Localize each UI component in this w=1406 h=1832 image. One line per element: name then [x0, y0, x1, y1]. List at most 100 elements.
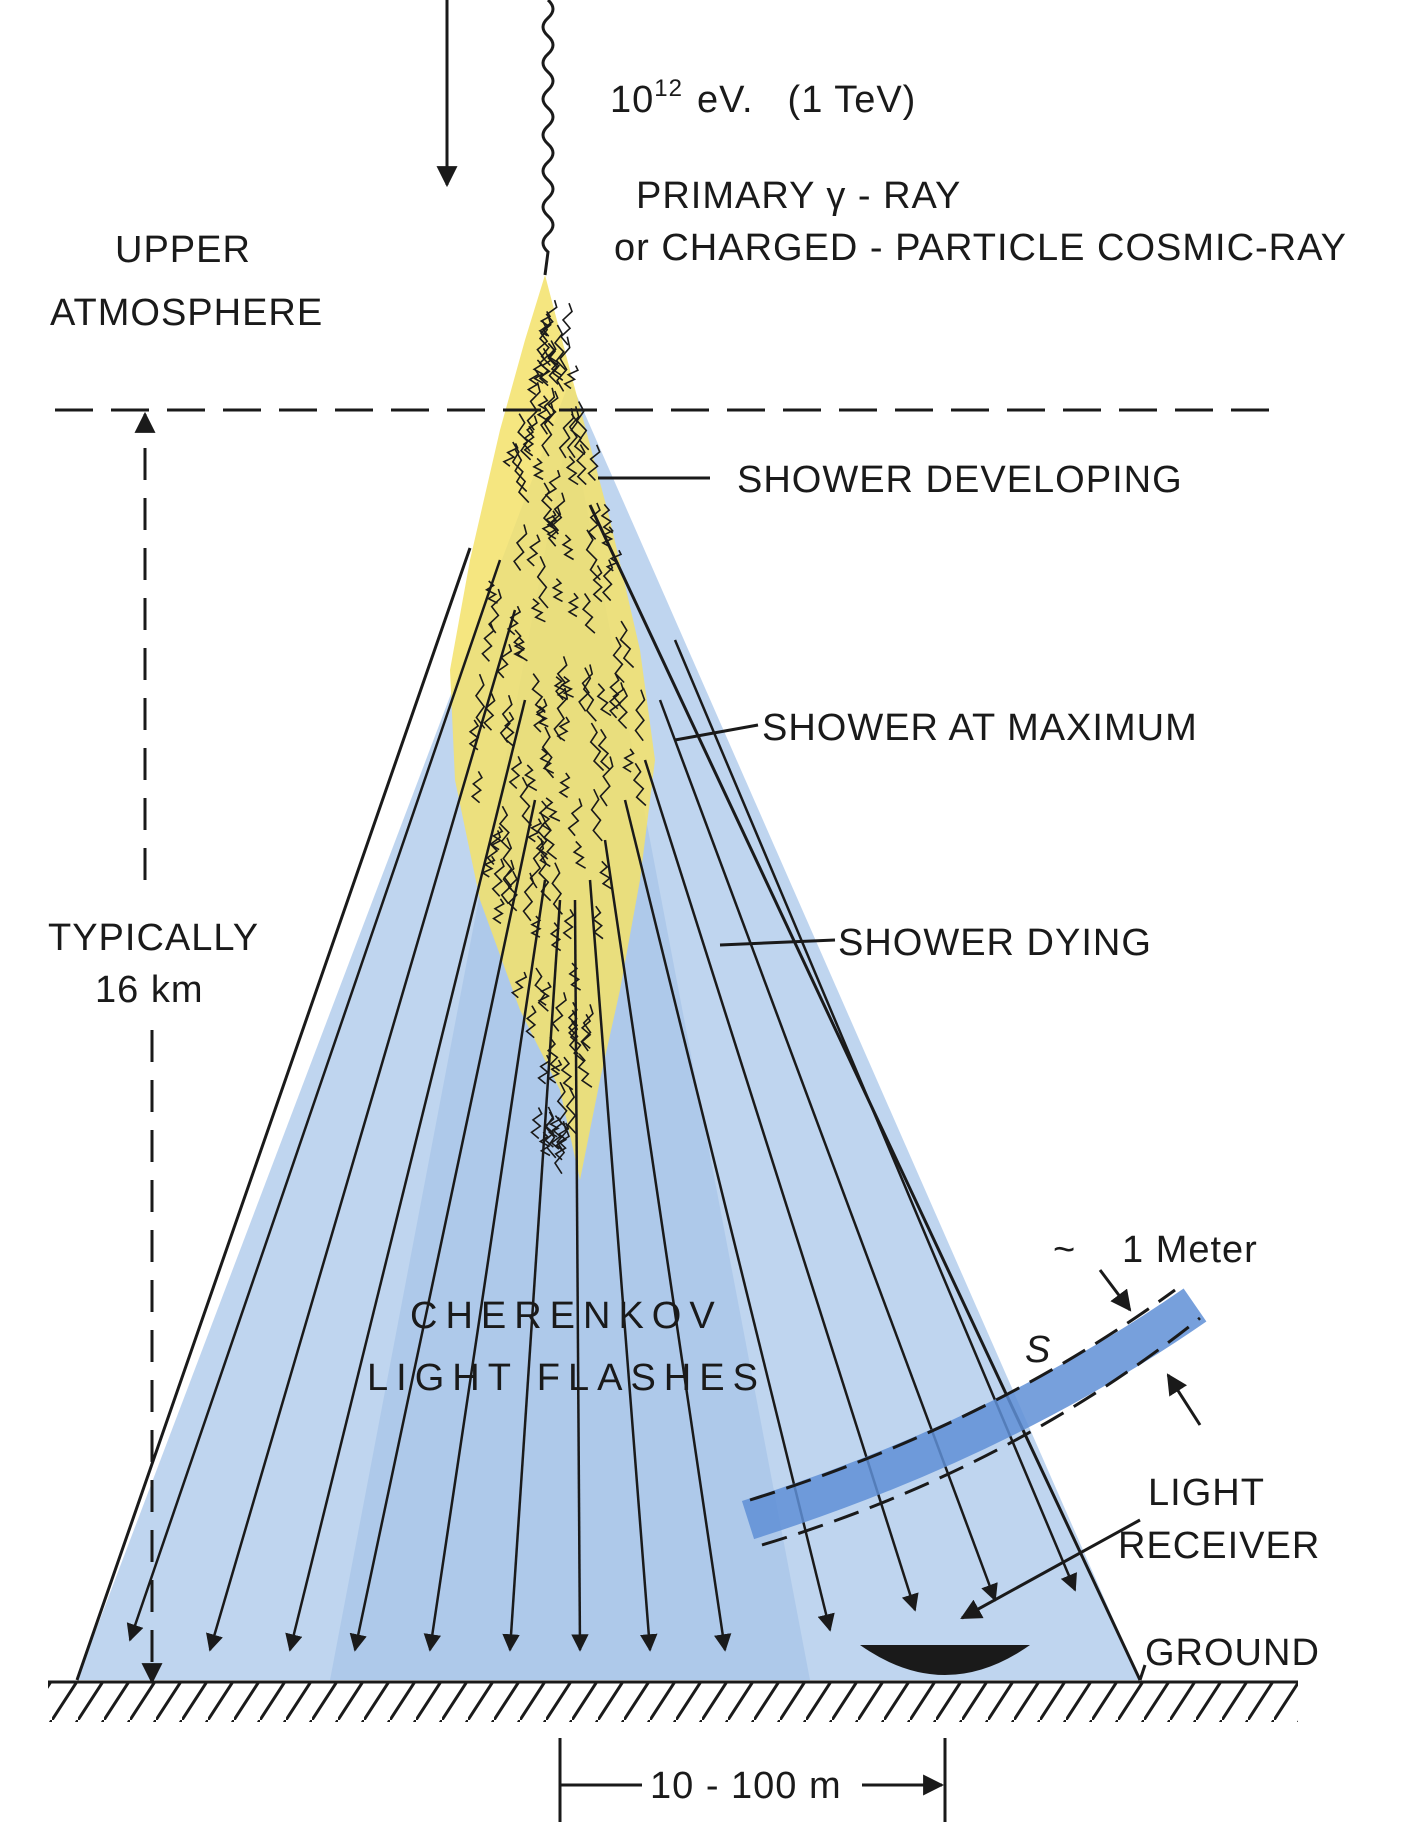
- wavefront-upper-boundary: [749, 1288, 1176, 1502]
- shower-track: [580, 1004, 594, 1052]
- shower-track: [565, 455, 579, 486]
- cherenkov-ray: [206, 609, 517, 1652]
- shower-track: [600, 503, 614, 534]
- light-receiver-dish: [860, 1645, 1030, 1675]
- cherenkov-label-line1: CHERENKOV: [410, 1295, 723, 1337]
- shower-track: [563, 365, 579, 390]
- shower-track: [558, 772, 571, 798]
- shower-track: [507, 870, 518, 912]
- shower-track: [609, 682, 625, 719]
- upper-atmosphere-line2: ATMOSPHERE: [50, 292, 323, 334]
- shower-track: [577, 1053, 593, 1088]
- shower-track: [596, 683, 612, 717]
- ground-leader: [1138, 1664, 1147, 1681]
- shower-track: [522, 872, 535, 922]
- cherenkov-ray: [423, 879, 547, 1652]
- shower-track: [553, 324, 566, 371]
- shower-track: [632, 762, 647, 807]
- shower-track: [591, 905, 604, 940]
- shower-track: [612, 636, 625, 684]
- cherenkov-ray: [126, 559, 502, 1642]
- wavefront-lower-boundary: [761, 1316, 1201, 1547]
- shower-dying-label: SHOWER DYING: [838, 922, 1152, 964]
- wavefront-thickness-label: 1 Meter: [1122, 1229, 1258, 1271]
- shower-track: [590, 788, 603, 842]
- shower-track: [555, 656, 568, 701]
- shower-track: [502, 837, 513, 891]
- shower-track: [530, 598, 546, 623]
- wavefront-tilde: ~: [1053, 1229, 1076, 1271]
- shower-track: [554, 1130, 570, 1161]
- shower-track: [551, 862, 564, 915]
- shower-track: [475, 673, 486, 729]
- shower-track: [534, 967, 549, 1012]
- shower-track: [468, 719, 480, 751]
- shower-track: [538, 310, 552, 337]
- shower-track: [541, 402, 555, 457]
- shower-track: [589, 722, 605, 772]
- shower-track: [483, 692, 496, 731]
- shower-track: [580, 1013, 592, 1050]
- shower-track: [492, 898, 505, 925]
- shower-track: [578, 664, 594, 712]
- ground-label: GROUND: [1145, 1632, 1320, 1674]
- cherenkov-ray: [603, 839, 732, 1652]
- shower-track: [529, 838, 545, 889]
- shower-track: [550, 1117, 563, 1150]
- shower-track: [536, 316, 552, 359]
- height-label-line1: TYPICALLY: [48, 917, 259, 959]
- shower-track: [502, 443, 519, 467]
- thickness-arrow-top: [1098, 1269, 1132, 1312]
- shower-track: [544, 1106, 557, 1159]
- shower-track: [592, 565, 603, 603]
- shower-track: [530, 1107, 543, 1140]
- shower-track: [555, 1122, 570, 1152]
- shower-track: [510, 971, 528, 999]
- shower-track: [597, 728, 611, 771]
- shower-track: [532, 359, 545, 384]
- primary-ray-line2: or CHARGED - PARTICLE COSMIC-RAY: [614, 227, 1347, 269]
- shower-track: [538, 800, 552, 832]
- shower-track: [523, 425, 535, 457]
- shower-track: [560, 675, 574, 698]
- shower-track: [546, 342, 563, 377]
- cherenkov-label-line2: LIGHT FLASHES: [367, 1357, 766, 1399]
- shower-track: [561, 534, 574, 561]
- cone-right-edge: [588, 504, 1142, 1681]
- receiver-label-line2: RECEIVER: [1118, 1525, 1320, 1567]
- shower-track: [547, 340, 559, 385]
- shower-track: [531, 673, 546, 714]
- shower-track: [508, 755, 523, 789]
- shower-track: [526, 368, 540, 396]
- receiver-leader-arrow: [960, 1518, 1141, 1620]
- shower-track: [486, 830, 502, 866]
- shower-track: [567, 798, 583, 837]
- shower-track: [617, 687, 629, 729]
- shower-track: [601, 526, 614, 548]
- upper-atmosphere-line1: UPPER: [115, 229, 251, 271]
- shower-track: [526, 381, 541, 431]
- shower-track: [536, 395, 549, 421]
- shower-track: [526, 534, 541, 567]
- shower-track: [541, 510, 557, 534]
- wavefront-symbol: S: [1025, 1329, 1051, 1371]
- shower-track: [513, 637, 525, 659]
- shower-track: [608, 672, 620, 710]
- primary-ray-line1: PRIMARY γ - RAY: [636, 175, 961, 217]
- shower-track: [519, 776, 533, 827]
- shower-track: [581, 593, 596, 634]
- shower-track: [544, 797, 561, 822]
- shower-track: [546, 1036, 561, 1072]
- shower-maximum-label: SHOWER AT MAXIMUM: [762, 707, 1198, 749]
- shower-track: [556, 336, 571, 392]
- shower-track: [524, 764, 538, 792]
- shower-track: [634, 689, 646, 742]
- ground-hatching: [48, 1682, 1298, 1722]
- shower-track: [490, 826, 504, 851]
- primary-ray-wavy-line: [541, 0, 555, 276]
- shower-track: [496, 643, 513, 679]
- shower-track: [500, 859, 515, 905]
- shower-track: [619, 620, 635, 669]
- shower-track: [547, 506, 562, 547]
- shower-track: [551, 578, 564, 603]
